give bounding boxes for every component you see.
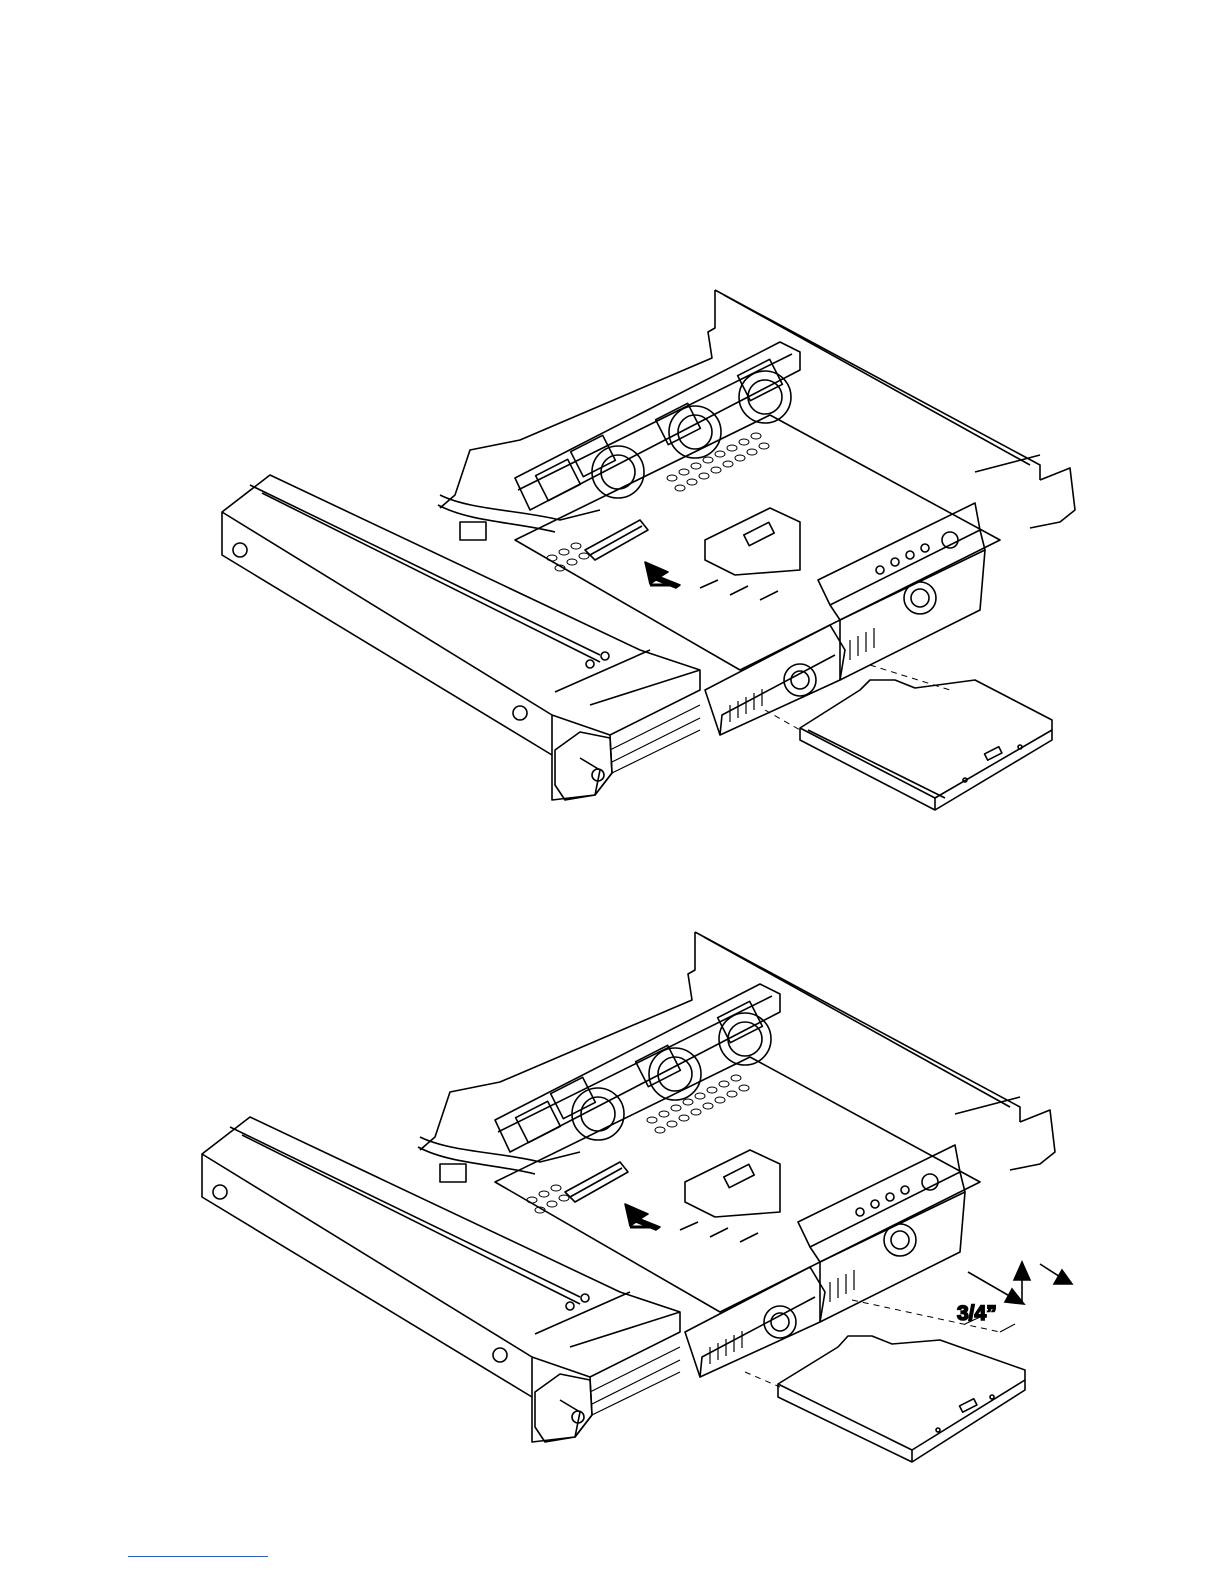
chassis-illustration-2: 3/4” [0,862,1224,1502]
diagonal-arrow-icon [1040,1264,1072,1284]
dimension-callout: 3/4” [957,1262,1072,1332]
optical-drive [800,680,1052,810]
optical-drive-2 [778,1336,1025,1462]
dimension-label: 3/4” [957,1302,997,1325]
diagram-step-2: 3/4” [0,862,1224,1502]
chassis-illustration-1 [0,210,1224,850]
footer-rule [128,1556,268,1557]
diagram-step-1 [0,210,1224,850]
